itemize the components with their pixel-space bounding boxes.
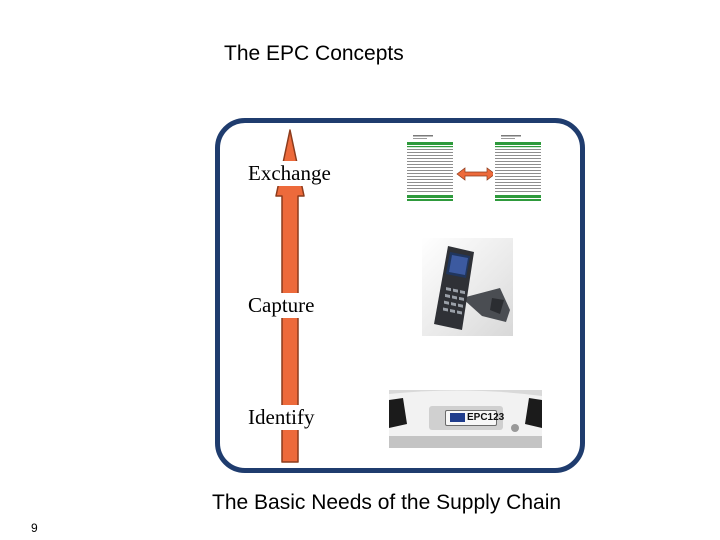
identify-label: Identify [246,405,317,430]
concept-frame [215,118,585,473]
epc-logo-icon [450,413,465,422]
data-sheet-thumbnail [493,133,543,203]
slide-title: The EPC Concepts [224,42,404,65]
page-number: 9 [31,521,38,535]
handheld-scanner-icon [434,246,510,330]
exchange-label: Exchange [246,161,333,186]
scanner-photo [422,238,513,336]
slide-subtitle: The Basic Needs of the Supply Chain [212,491,562,514]
spreadsheet-icon [493,133,543,203]
car-photo: EPC123 [389,390,542,448]
license-plate-text: EPC123 [467,412,505,423]
capture-label: Capture [246,293,317,318]
license-plate: EPC123 [445,410,504,426]
spreadsheet-icon [405,133,455,203]
double-arrow-icon [456,167,496,181]
data-sheet-thumbnail [405,133,455,203]
